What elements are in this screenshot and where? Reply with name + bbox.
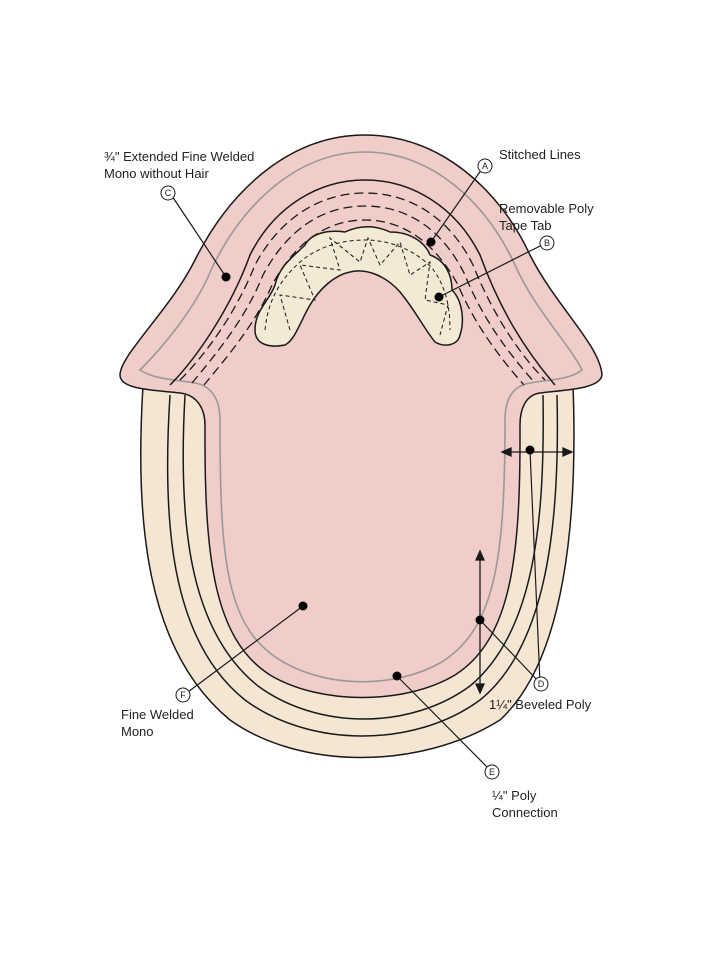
label-d: 1¼" Beveled Poly bbox=[489, 697, 592, 712]
label-e-line2: Connection bbox=[492, 805, 558, 820]
svg-text:F: F bbox=[180, 690, 186, 700]
label-b-line1: Removable Poly bbox=[499, 201, 594, 216]
marker-e: E bbox=[484, 764, 500, 780]
svg-text:A: A bbox=[482, 161, 488, 171]
marker-b: B bbox=[539, 235, 555, 251]
svg-text:B: B bbox=[544, 238, 550, 248]
point-dots bbox=[221, 237, 535, 681]
marker-f: F bbox=[175, 687, 191, 703]
poly-outline-2 bbox=[182, 394, 544, 720]
poly-outline-1 bbox=[166, 394, 559, 737]
svg-text:D: D bbox=[538, 679, 545, 689]
top-band-inner-outline bbox=[169, 179, 556, 386]
label-f-line1: Fine Welded bbox=[121, 707, 194, 722]
leader-lines bbox=[169, 165, 547, 772]
stitched-lines bbox=[179, 192, 546, 386]
label-b-line2: Tape Tab bbox=[499, 218, 552, 233]
mono-border-line bbox=[138, 151, 583, 683]
label-e-line1: ¼" Poly bbox=[492, 788, 537, 803]
label-f-line2: Mono bbox=[121, 724, 154, 739]
label-c-line1: ¾" Extended Fine Welded bbox=[104, 149, 254, 164]
marker-a: A bbox=[477, 158, 493, 174]
label-c-line2: Mono without Hair bbox=[104, 166, 209, 181]
marker-d: D bbox=[533, 676, 549, 692]
label-a: Stitched Lines bbox=[499, 147, 581, 162]
svg-text:E: E bbox=[489, 767, 495, 777]
marker-c: C bbox=[160, 185, 176, 201]
svg-text:C: C bbox=[165, 188, 172, 198]
tape-tab-stitching bbox=[264, 236, 451, 336]
